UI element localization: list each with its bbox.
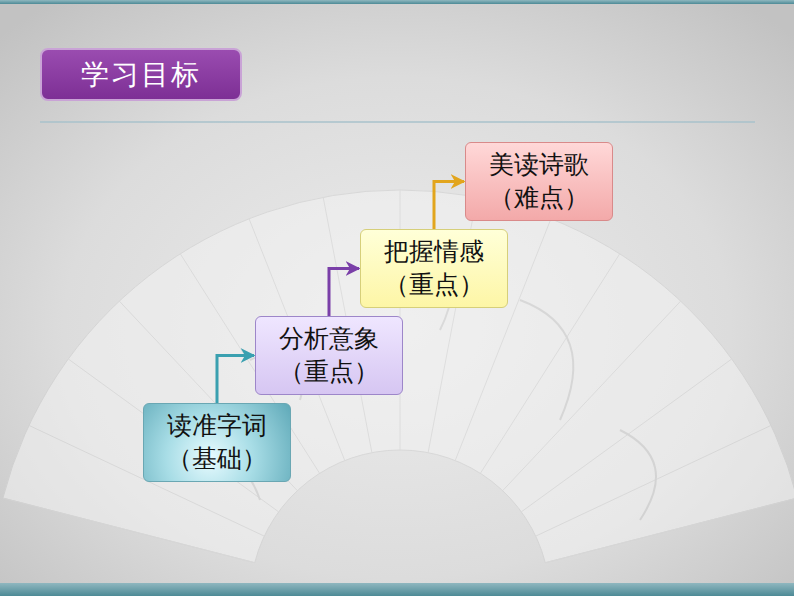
level-text: （重点）	[384, 269, 484, 302]
fan-rib	[521, 359, 731, 512]
fan-painting-stroke	[620, 430, 656, 520]
level-text: （重点）	[279, 356, 379, 389]
fan-rib	[536, 425, 771, 536]
top-bar	[0, 0, 794, 4]
fan-illustration	[3, 190, 794, 563]
goal-text: 把握情感	[384, 236, 484, 269]
fan-painting-stroke	[520, 300, 573, 420]
goal-box: 美读诗歌（难点）	[465, 142, 613, 221]
goal-box: 读准字词（基础）	[143, 403, 291, 482]
title-box: 学习目标	[40, 48, 242, 101]
step-arrow	[434, 182, 464, 230]
fan-rib	[3, 498, 255, 563]
goal-box: 分析意象（重点）	[255, 316, 403, 395]
fan-rib	[545, 498, 794, 563]
title-text: 学习目标	[81, 56, 201, 94]
step-arrow	[329, 269, 359, 317]
divider-line	[40, 121, 755, 123]
goal-text: 读准字词	[167, 410, 267, 443]
goal-box: 把握情感（重点）	[360, 229, 508, 308]
level-text: （难点）	[489, 182, 589, 215]
level-text: （基础）	[167, 443, 267, 476]
step-arrow	[217, 356, 254, 404]
bottom-bar	[0, 583, 794, 596]
goal-text: 分析意象	[279, 323, 379, 356]
fan-rib	[68, 359, 278, 512]
fan-leaf	[3, 190, 794, 563]
goal-text: 美读诗歌	[489, 149, 589, 182]
